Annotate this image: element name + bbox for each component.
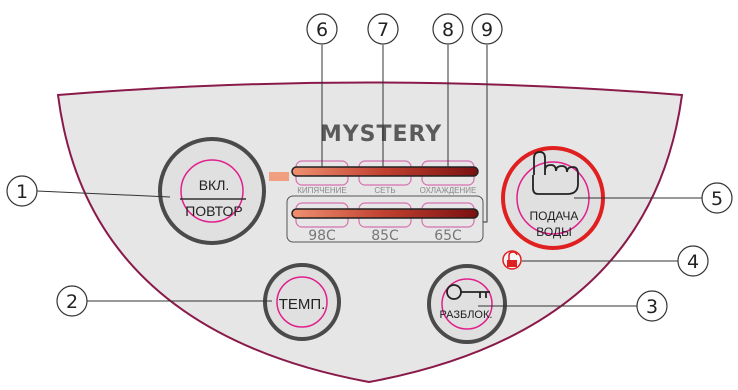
- svg-text:4: 4: [687, 251, 699, 273]
- key-icon: [446, 284, 490, 300]
- unlock-button-label: РАЗБЛОК.: [440, 309, 493, 321]
- svg-text:2: 2: [66, 291, 78, 313]
- repeat-button-label: ПОВТОР: [185, 203, 243, 219]
- callout-8: 8: [432, 13, 464, 45]
- svg-text:8: 8: [442, 19, 454, 41]
- unlock-button[interactable]: РАЗБЛОК.: [427, 264, 507, 344]
- callout-3: 3: [636, 290, 668, 322]
- indicator-label-cooling: ОХЛАЖДЕНИЕ: [420, 186, 477, 195]
- indicator-label-boil: КИПЯЧЕНИЕ: [297, 186, 346, 195]
- temp-label-98: 98C: [308, 228, 336, 244]
- temp-button-label: ТЕМП.: [279, 296, 326, 313]
- water-button-label-line1: ПОДАЧА: [530, 209, 579, 223]
- indicator-light-bar-bottom: [291, 208, 479, 219]
- svg-text:5: 5: [711, 188, 723, 210]
- temp-group-outline: [286, 195, 484, 243]
- svg-text:3: 3: [646, 296, 658, 318]
- brand-logo: MYSTERY: [320, 122, 442, 147]
- svg-text:1: 1: [16, 181, 28, 203]
- svg-text:7: 7: [377, 19, 389, 41]
- indicator-label-network: СЕТЬ: [374, 186, 395, 195]
- leader-line-1: [36, 190, 171, 198]
- callout-1: 1: [6, 175, 38, 207]
- callout-2: 2: [56, 285, 88, 317]
- svg-text:9: 9: [481, 19, 493, 41]
- temp-label-85: 85C: [371, 228, 399, 244]
- indicator-light-stub: [269, 172, 289, 181]
- power-repeat-button[interactable]: ВКЛ. ПОВТОР: [158, 137, 266, 245]
- callout-9: 9: [471, 13, 503, 45]
- callout-5: 5: [701, 182, 733, 214]
- lock-indicator: [502, 250, 522, 270]
- leader-line-9: [483, 45, 488, 223]
- callout-6: 6: [306, 13, 338, 45]
- hand-press-icon: [532, 151, 579, 195]
- power-button-label: ВКЛ.: [199, 177, 230, 193]
- unlocked-padlock-icon: [507, 251, 518, 267]
- temp-button[interactable]: ТЕМП.: [263, 263, 341, 341]
- water-button-label-line2: ВОДЫ: [536, 225, 571, 239]
- temp-label-65: 65C: [434, 228, 462, 244]
- callout-7: 7: [367, 13, 399, 45]
- indicator-light-bar-top: [291, 166, 479, 177]
- callout-4: 4: [677, 245, 709, 277]
- svg-text:6: 6: [316, 19, 328, 41]
